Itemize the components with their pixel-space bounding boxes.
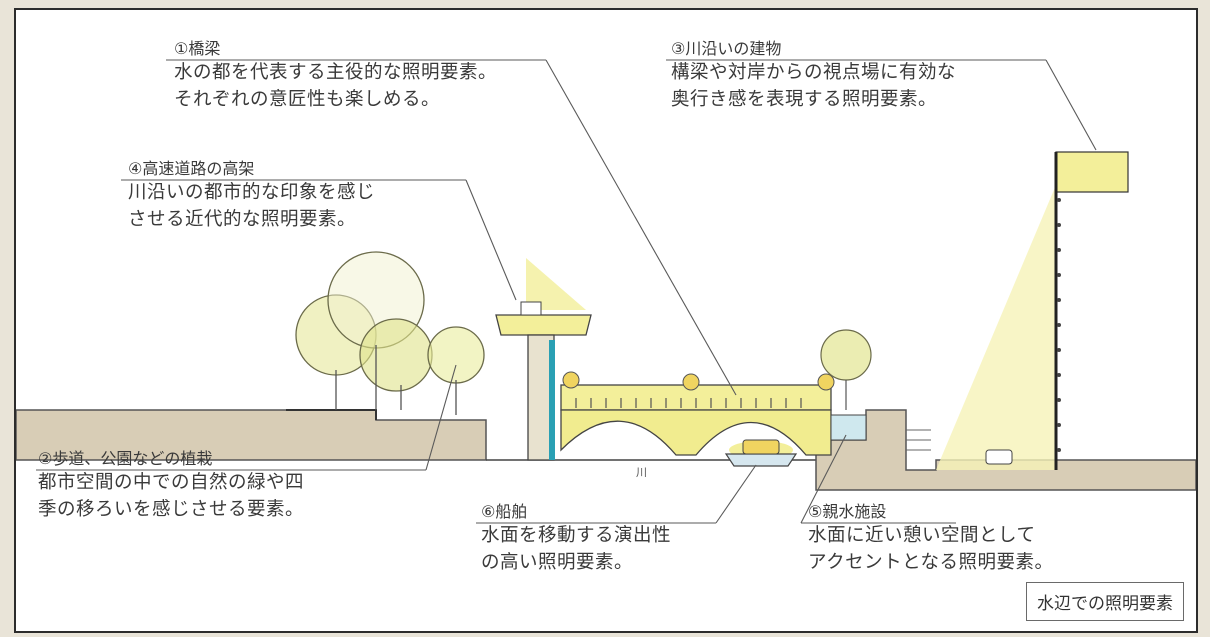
- annotation-bridge: ①橋梁 水の都を代表する主役的な照明要素。 それぞれの意匠性も楽しめる。: [174, 38, 497, 113]
- annotation-line: 川沿いの都市的な印象を感じ: [128, 182, 376, 203]
- left-trees: [295, 251, 485, 415]
- annotation-line: 構梁や対岸からの視点場に有効な: [671, 62, 957, 83]
- riverside-building: [936, 151, 1129, 470]
- annotation-title: ④高速道路の高架: [128, 159, 255, 178]
- annotation-title: ②歩道、公園などの植栽: [38, 449, 213, 468]
- annotation-line: アクセントとなる照明要素。: [808, 552, 1054, 573]
- annotation-line: それぞれの意匠性も楽しめる。: [174, 89, 441, 110]
- legend-box: 水辺での照明要素: [1026, 582, 1184, 621]
- riverside-cross-section: 川: [16, 59, 1196, 524]
- annotation-title: ⑤親水施設: [808, 502, 887, 521]
- diagram-frame: 川: [14, 8, 1198, 633]
- annotation-line: 水面を移動する演出性: [481, 525, 672, 546]
- annotation-title: ①橋梁: [174, 39, 221, 58]
- annotation-line: 奥行き感を表現する照明要素。: [671, 89, 938, 110]
- annotation-title: ③川沿いの建物: [671, 39, 782, 58]
- annotation-boat: ⑥船舶 水面を移動する演出性 の高い照明要素。: [481, 501, 671, 576]
- annotation-highway: ④高速道路の高架 川沿いの都市的な印象を感じ させる近代的な照明要素。: [128, 158, 375, 233]
- annotation-buildings: ③川沿いの建物 構梁や対岸からの視点場に有効な 奥行き感を表現する照明要素。: [671, 38, 956, 113]
- annotation-line: 都市空間の中での自然の緑や四: [38, 472, 305, 493]
- annotation-line: 季の移ろいを感じさせる要素。: [38, 499, 305, 520]
- annotation-line: 水の都を代表する主役的な照明要素。: [174, 62, 498, 83]
- annotation-line: させる近代的な照明要素。: [128, 209, 357, 230]
- annotation-line: の高い照明要素。: [481, 552, 634, 573]
- waterside-facility: [820, 329, 872, 441]
- annotation-line: 水面に近い憩い空間として: [808, 525, 1036, 546]
- annotation-waterside: ⑤親水施設 水面に近い憩い空間として アクセントとなる照明要素。: [808, 501, 1054, 576]
- boat: [724, 439, 798, 467]
- water-label: 川: [636, 466, 647, 479]
- annotation-title: ⑥船舶: [481, 502, 528, 521]
- arch-bridge: [560, 371, 835, 456]
- annotation-trees: ②歩道、公園などの植栽 都市空間の中での自然の緑や四 季の移ろいを感じさせる要素…: [38, 448, 304, 523]
- elevated-highway: [495, 258, 592, 461]
